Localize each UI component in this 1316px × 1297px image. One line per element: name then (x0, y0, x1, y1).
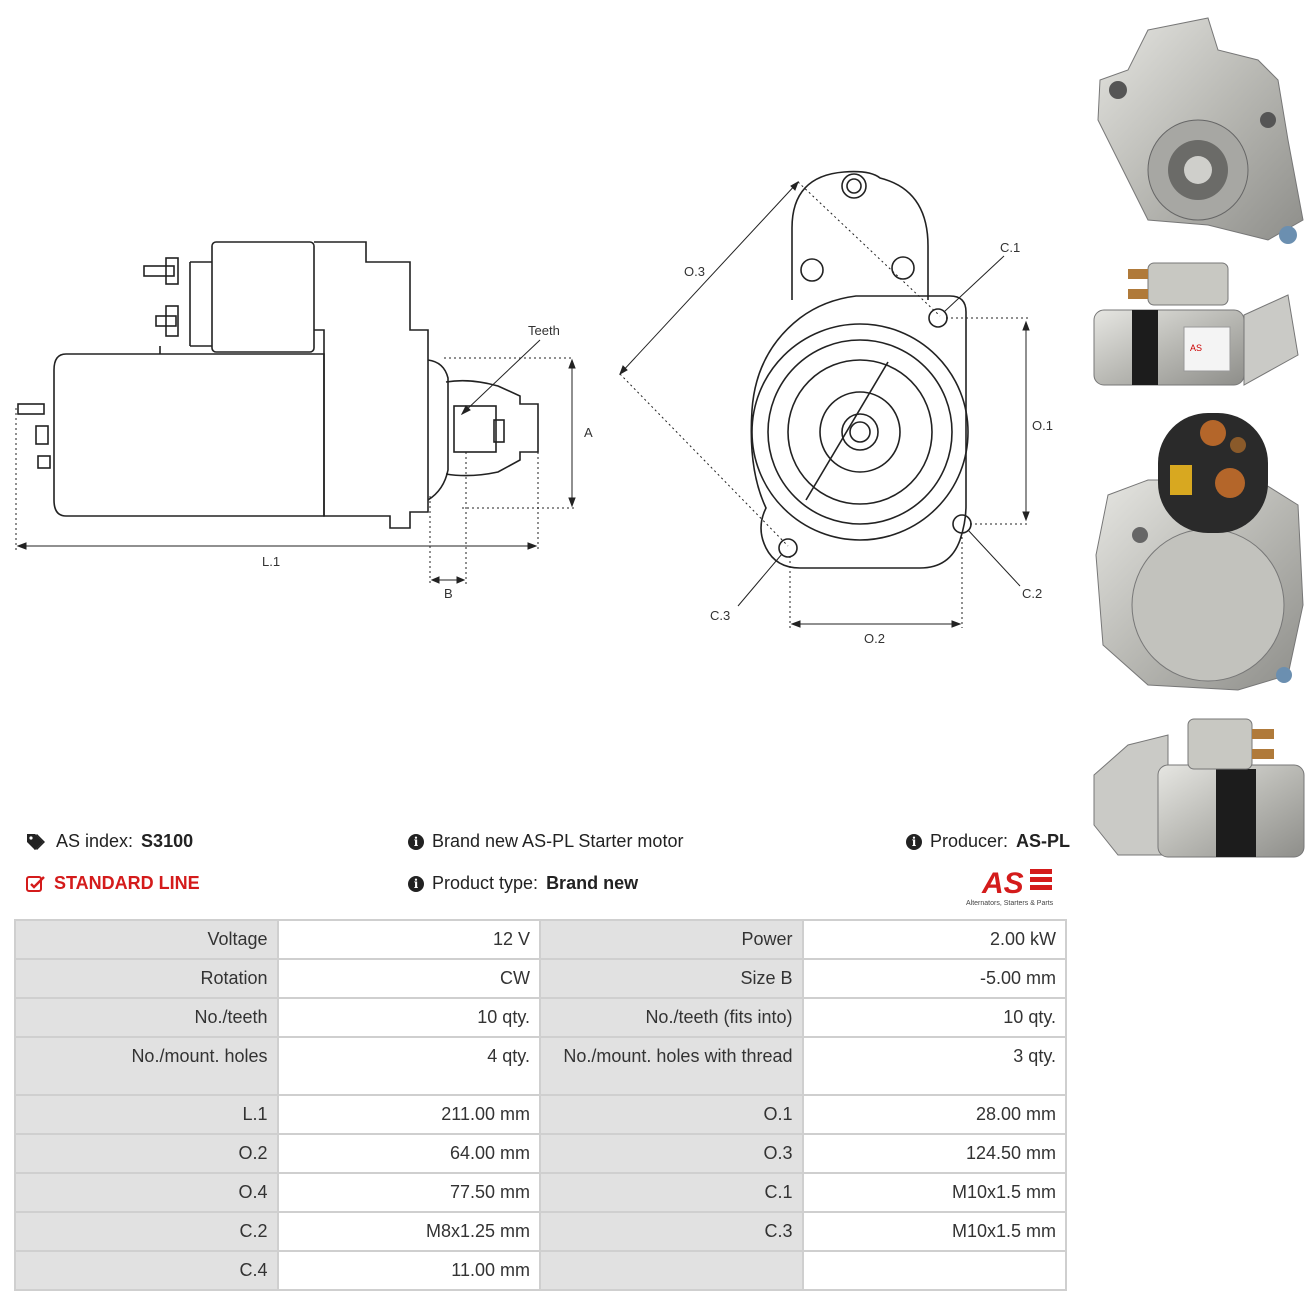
table-row: O.4 77.50 mm C.1 M10x1.5 mm (14, 1172, 1067, 1213)
spec-value: 11.00 mm (276, 1250, 541, 1291)
spec-value: M10x1.5 mm (801, 1172, 1067, 1213)
spec-label: Rotation (14, 958, 279, 999)
producer-value: AS-PL (1016, 831, 1071, 851)
spec-value: M8x1.25 mm (276, 1211, 541, 1252)
spec-label: No./teeth (fits into) (538, 997, 804, 1038)
spec-value: 211.00 mm (276, 1094, 541, 1135)
as-index-value: S3100 (141, 831, 194, 851)
spec-value: CW (276, 958, 541, 999)
spec-label: Voltage (14, 919, 279, 960)
label-c1: C.1 (1000, 240, 1020, 255)
product-type-label: Product type: (432, 873, 539, 893)
spec-value: 12 V (276, 919, 541, 960)
specs-table: Voltage 12 V Power 2.00 kW Rotation CW S… (14, 919, 1067, 1291)
table-row: C.4 11.00 mm (14, 1250, 1067, 1291)
producer-label: Producer: (930, 831, 1009, 851)
info-icon: i (408, 875, 424, 892)
checkbox-icon (26, 875, 45, 892)
table-row: C.2 M8x1.25 mm C.3 M10x1.5 mm (14, 1211, 1067, 1252)
spec-value: 64.00 mm (276, 1133, 541, 1174)
table-row: O.2 64.00 mm O.3 124.50 mm (14, 1133, 1067, 1174)
spec-label: O.3 (538, 1133, 804, 1174)
spec-value: 28.00 mm (801, 1094, 1067, 1135)
spec-label: Size B (538, 958, 804, 999)
spec-value: 77.50 mm (276, 1172, 541, 1213)
info-icon: i (408, 833, 424, 850)
spec-label: L.1 (14, 1094, 279, 1135)
as-index: AS index: S3100 (26, 831, 193, 852)
spec-label: O.4 (14, 1172, 279, 1213)
label-b: B (444, 586, 453, 601)
spec-label: C.3 (538, 1211, 804, 1252)
svg-text:Alternators, Starters & Parts: Alternators, Starters & Parts (966, 900, 1054, 907)
spec-value: 124.50 mm (801, 1133, 1067, 1174)
spec-value: 4 qty. (276, 1036, 541, 1096)
as-index-label: AS index: (56, 831, 134, 851)
label-c3: C.3 (710, 608, 730, 623)
standard-line-label: STANDARD LINE (54, 873, 200, 893)
product-photo-front (1097, 17, 1304, 244)
technical-drawing: Teeth A B L.1 O (15, 170, 1053, 646)
spec-label: O.1 (538, 1094, 804, 1135)
spec-value: -5.00 mm (801, 958, 1067, 999)
spec-value (801, 1250, 1067, 1291)
spec-value: 3 qty. (801, 1036, 1067, 1096)
spec-label: C.4 (14, 1250, 279, 1291)
product-type-value: Brand new (546, 873, 639, 893)
table-row: No./teeth 10 qty. No./teeth (fits into) … (14, 997, 1067, 1038)
brand-description: i Brand new AS-PL Starter motor (408, 831, 683, 852)
product-photo-solenoid-end (1095, 413, 1304, 691)
label-l1: L.1 (262, 554, 280, 569)
label-teeth: Teeth (528, 323, 560, 338)
tags-icon (27, 833, 45, 850)
spec-value: 2.00 kW (801, 919, 1067, 960)
label-o2: O.2 (864, 631, 885, 646)
table-row: Voltage 12 V Power 2.00 kW (14, 919, 1067, 960)
spec-label: No./mount. holes (14, 1036, 279, 1096)
spec-label: No./teeth (14, 997, 279, 1038)
spec-value: 10 qty. (801, 997, 1067, 1038)
brand-text: Brand new AS-PL Starter motor (432, 831, 684, 851)
producer: i Producer: AS-PL (906, 831, 1070, 852)
spec-label: C.2 (14, 1211, 279, 1252)
label-a: A (584, 425, 593, 440)
spec-label: No./mount. holes with thread (538, 1036, 804, 1096)
label-o3: O.3 (684, 264, 705, 279)
svg-text:AS: AS (1190, 343, 1202, 353)
spec-label: Power (538, 919, 804, 960)
label-c2: C.2 (1022, 586, 1042, 601)
spec-value: 10 qty. (276, 997, 541, 1038)
table-row: Rotation CW Size B -5.00 mm (14, 958, 1067, 999)
info-icon: i (906, 833, 922, 850)
table-row: L.1 211.00 mm O.1 28.00 mm (14, 1094, 1067, 1135)
svg-text:AS: AS (981, 867, 1024, 900)
table-row: No./mount. holes 4 qty. No./mount. holes… (14, 1036, 1067, 1096)
spec-label (538, 1250, 804, 1291)
standard-line: STANDARD LINE (26, 873, 200, 894)
product-photo-side-label: AS (1093, 262, 1299, 386)
as-logo: AS Alternators, Starters & Parts (966, 867, 1054, 907)
spec-label: C.1 (538, 1172, 804, 1213)
product-photo-side (1093, 718, 1305, 858)
product-type: i Product type: Brand new (408, 873, 638, 894)
label-o1: O.1 (1032, 418, 1053, 433)
spec-label: O.2 (14, 1133, 279, 1174)
spec-value: M10x1.5 mm (801, 1211, 1067, 1252)
